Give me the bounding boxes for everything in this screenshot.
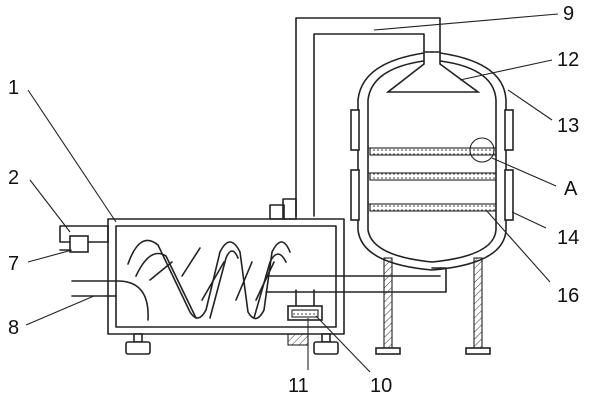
leader-lines [25,13,559,373]
tank [350,51,514,355]
inlet-pipes [59,225,149,321]
label-9: 9 [563,3,574,25]
label-10: 10 [370,375,392,397]
label-13: 13 [557,115,579,137]
label-11: 11 [288,375,309,397]
label-12: 12 [557,49,579,71]
support-feet [125,333,339,355]
riser-pipe [287,17,441,321]
part-labels: 1 2 7 8 9 11 10 12 13 A 14 16 [8,3,579,397]
label-A: A [564,178,578,200]
label-2: 2 [8,167,19,189]
label-7: 7 [8,253,19,275]
spiral-coil [127,239,447,320]
label-8: 8 [8,317,19,339]
label-14: 14 [557,227,579,249]
label-1: 1 [8,77,19,99]
label-16: 16 [557,285,579,307]
